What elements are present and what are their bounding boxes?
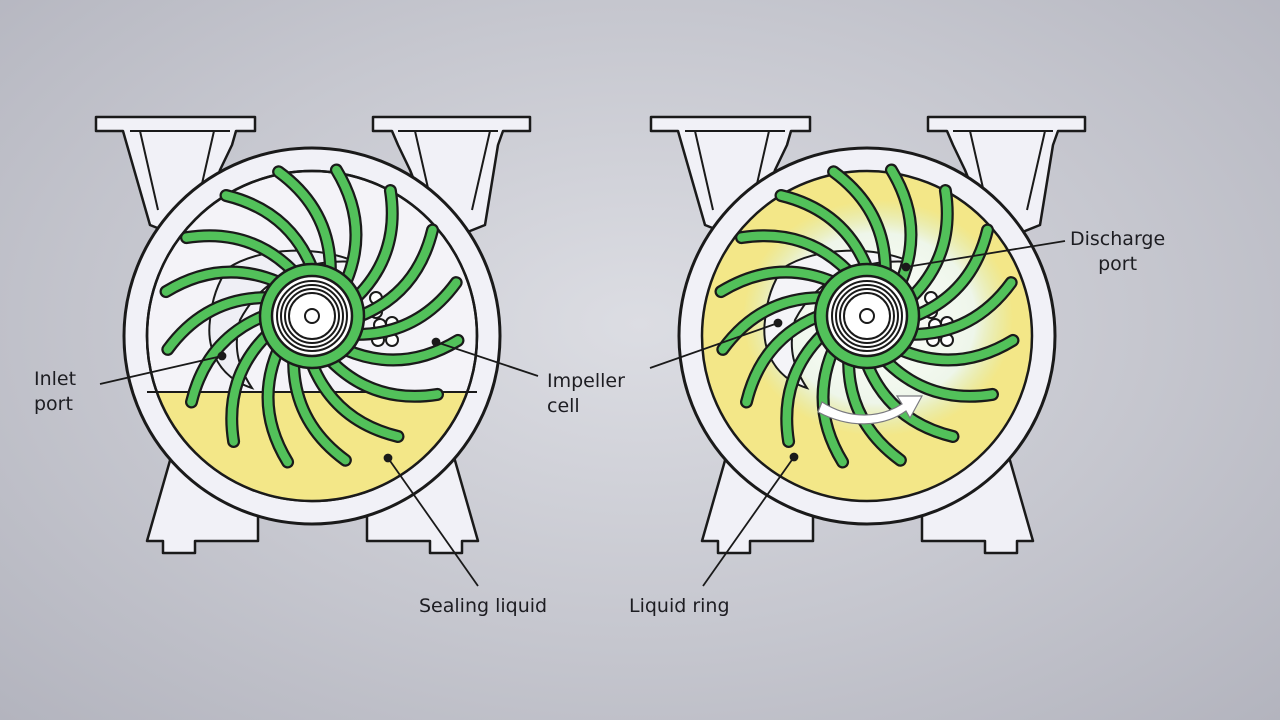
impeller-blade xyxy=(274,167,335,276)
pump-at-rest xyxy=(94,115,532,555)
impeller-blade xyxy=(307,359,403,441)
impeller-blade xyxy=(907,278,1016,339)
label-discharge-port: Discharge port xyxy=(1070,228,1166,275)
impeller-blades xyxy=(159,163,465,469)
impeller-blade xyxy=(221,191,317,273)
impeller-blade xyxy=(182,231,298,276)
impeller-blade xyxy=(896,336,1018,365)
shaft xyxy=(270,274,354,358)
impeller-blade xyxy=(907,186,952,302)
impeller-blade xyxy=(163,293,272,354)
impeller-blade xyxy=(341,336,463,365)
label-liquid-ring: Liquid ring xyxy=(629,595,730,617)
pump-in-operation xyxy=(649,115,1087,555)
impeller-blade xyxy=(910,225,992,321)
impeller-blade xyxy=(263,345,292,467)
label-inlet-port: Inlet port xyxy=(34,368,77,415)
impeller-blade xyxy=(782,330,827,446)
impeller-blade xyxy=(326,356,442,401)
impeller-blade xyxy=(227,330,272,446)
impeller-blade xyxy=(352,278,461,339)
impeller-blade xyxy=(352,186,397,302)
rotation-arrow-icon xyxy=(817,395,924,425)
impeller-blade xyxy=(187,311,269,407)
impeller-blade xyxy=(737,231,853,276)
shaft xyxy=(825,274,909,358)
impeller-blade xyxy=(332,165,361,287)
leader-lines xyxy=(99,240,1066,587)
impeller-blade xyxy=(881,356,997,401)
impeller-blade xyxy=(742,311,824,407)
impeller-blade xyxy=(776,191,872,273)
impeller-blade xyxy=(355,225,437,321)
impeller-blade xyxy=(716,267,838,296)
label-sealing-liquid: Sealing liquid xyxy=(419,595,548,617)
impeller-blade xyxy=(289,356,350,465)
impeller-blade xyxy=(829,167,890,276)
impeller-blade xyxy=(161,267,283,296)
label-impeller-cell: Impeller cell xyxy=(547,370,625,417)
